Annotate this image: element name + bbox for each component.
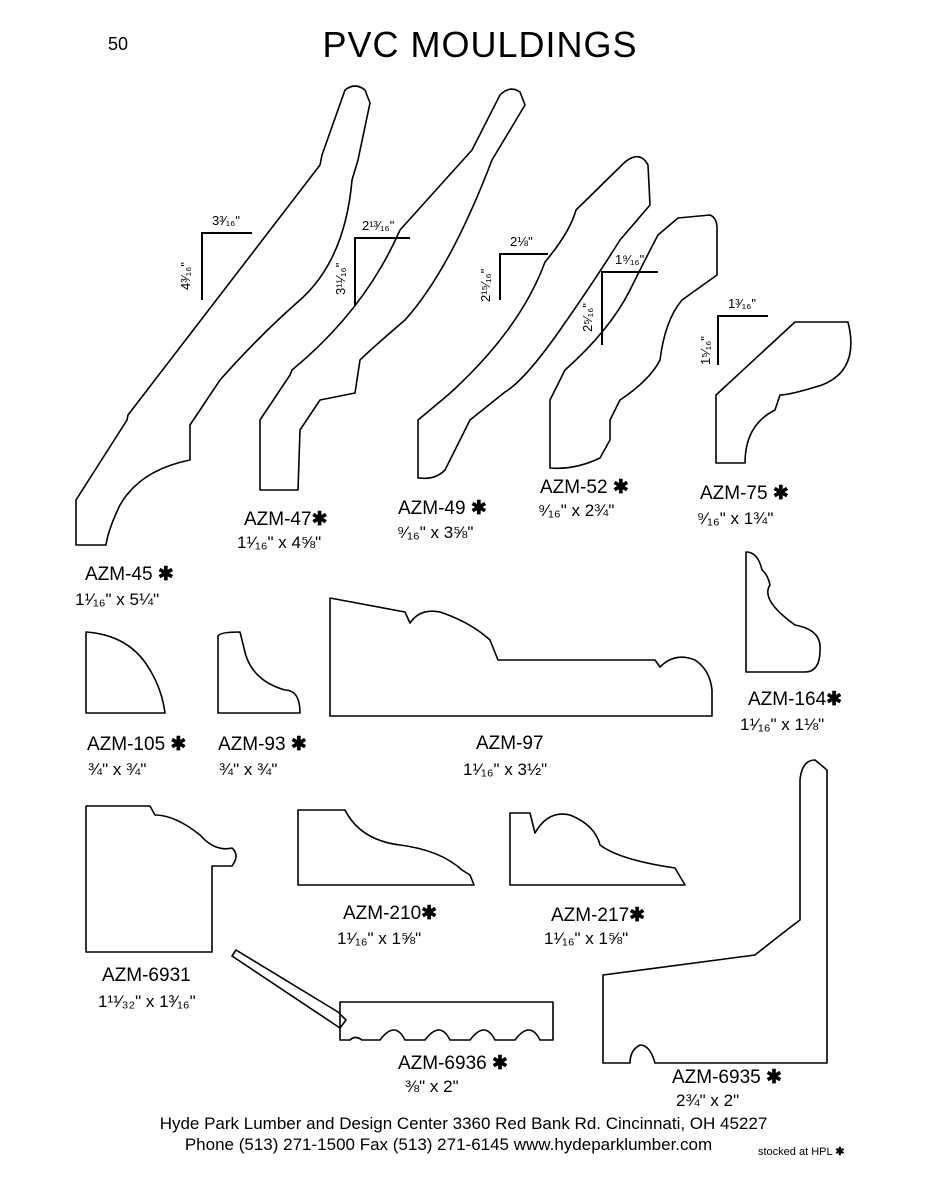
dim-azm-47-height: 3¹¹⁄₁₆"	[333, 262, 348, 295]
label-azm-217: AZM-217✱	[551, 905, 646, 926]
dimension-azm-47: 2¹³⁄₁₆" 3¹¹⁄₁₆"	[333, 218, 410, 305]
profile-azm-97	[329, 597, 713, 717]
page-title: PVC MOULDINGS	[322, 24, 638, 65]
label-azm-47: AZM-47✱	[244, 509, 328, 530]
profile-azm-217	[509, 812, 686, 886]
dim-azm-52-height: 2⁵⁄₁₆"	[580, 303, 595, 332]
dim-azm-45-width: 3³⁄₁₆"	[212, 213, 240, 228]
size-azm-97: 1¹⁄₁₆" x 3½"	[463, 760, 548, 779]
label-azm-52: AZM-52 ✱	[540, 477, 629, 498]
stocked-note: stocked at HPL ✱	[758, 1146, 845, 1158]
label-azm-164: AZM-164✱	[748, 689, 843, 710]
size-azm-6935: 2¾" x 2"	[676, 1091, 740, 1110]
profile-azm-6936-base	[339, 1001, 554, 1041]
size-azm-217: 1¹⁄₁₆" x 1⅝"	[544, 929, 629, 948]
dimension-azm-75: 1³⁄₁₆" 1⁵⁄₁₆"	[698, 296, 768, 365]
page-number: 50	[108, 34, 129, 54]
dimension-azm-52: 1⁹⁄₁₆" 2⁵⁄₁₆"	[580, 252, 658, 345]
label-azm-49: AZM-49 ✱	[398, 498, 487, 519]
size-azm-49: ⁹⁄₁₆" x 3⅝"	[397, 523, 474, 542]
dimension-azm-45: 3³⁄₁₆" 4³⁄₁₆"	[178, 213, 252, 300]
size-azm-52: ⁹⁄₁₆" x 2¾"	[538, 501, 615, 520]
size-azm-47: 1¹⁄₁₆" x 4⅝"	[237, 533, 322, 552]
label-azm-105: AZM-105 ✱	[87, 734, 187, 755]
footer-address: Hyde Park Lumber and Design Center 3360 …	[159, 1114, 768, 1133]
size-azm-45: 1¹⁄₁₆" x 5¼"	[75, 590, 160, 609]
dimension-azm-49: 2⅛" 2¹⁵⁄₁₆"	[478, 234, 548, 302]
label-azm-97: AZM-97	[476, 733, 544, 754]
size-azm-6936: ⅜" x 2"	[405, 1077, 459, 1096]
profile-azm-6936	[231, 949, 347, 1029]
size-azm-75: ⁹⁄₁₆" x 1¾"	[697, 509, 774, 528]
profile-azm-93	[217, 631, 301, 714]
profile-azm-6935	[602, 759, 828, 1064]
size-azm-93: ¾" x ¾"	[219, 760, 278, 779]
size-azm-105: ¾" x ¾"	[88, 760, 147, 779]
dim-azm-75-width: 1³⁄₁₆"	[728, 296, 756, 311]
label-azm-6936: AZM-6936 ✱	[398, 1053, 508, 1074]
dim-azm-75-height: 1⁵⁄₁₆"	[698, 336, 713, 365]
label-azm-75: AZM-75 ✱	[700, 483, 789, 504]
label-azm-45: AZM-45 ✱	[85, 564, 174, 585]
profile-azm-45	[75, 85, 371, 546]
label-azm-6935: AZM-6935 ✱	[672, 1067, 782, 1088]
label-azm-210: AZM-210✱	[343, 903, 438, 924]
size-azm-210: 1¹⁄₁₆" x 1⅝"	[337, 929, 422, 948]
dim-azm-47-width: 2¹³⁄₁₆"	[362, 218, 395, 233]
label-azm-93: AZM-93 ✱	[218, 734, 307, 755]
profile-azm-164	[745, 551, 821, 673]
dim-azm-52-width: 1⁹⁄₁₆"	[615, 252, 645, 267]
dim-azm-49-width: 2⅛"	[510, 234, 533, 249]
size-azm-6931: 1¹¹⁄₃₂" x 1³⁄₁₆"	[98, 992, 196, 1011]
profile-azm-6931	[85, 805, 237, 953]
profile-azm-105	[85, 631, 166, 714]
dim-azm-45-height: 4³⁄₁₆"	[178, 262, 193, 290]
profile-azm-210	[297, 809, 475, 886]
size-azm-164: 1¹⁄₁₆" x 1⅛"	[740, 715, 825, 734]
label-azm-6931: AZM-6931	[102, 965, 191, 986]
profile-azm-49	[417, 155, 651, 480]
footer-contact: Phone (513) 271-1500 Fax (513) 271-6145 …	[184, 1135, 713, 1154]
profile-azm-47	[259, 88, 526, 491]
dim-azm-49-height: 2¹⁵⁄₁₆"	[478, 268, 493, 302]
profile-azm-75	[715, 321, 852, 464]
profile-azm-52	[549, 214, 718, 470]
